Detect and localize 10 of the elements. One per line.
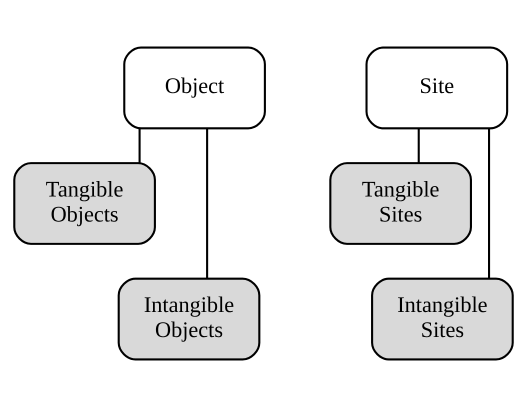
connector — [418, 128, 420, 163]
node-box: Intangible Sites — [371, 278, 514, 360]
node-box: Tangible Sites — [329, 162, 472, 245]
connector — [206, 128, 208, 279]
node-box: Object — [123, 46, 266, 130]
node-box: Site — [365, 46, 508, 130]
node-box: Tangible Objects — [13, 162, 156, 245]
connector — [138, 128, 141, 163]
connector — [488, 128, 490, 279]
node-box: Intangible Objects — [118, 278, 260, 360]
